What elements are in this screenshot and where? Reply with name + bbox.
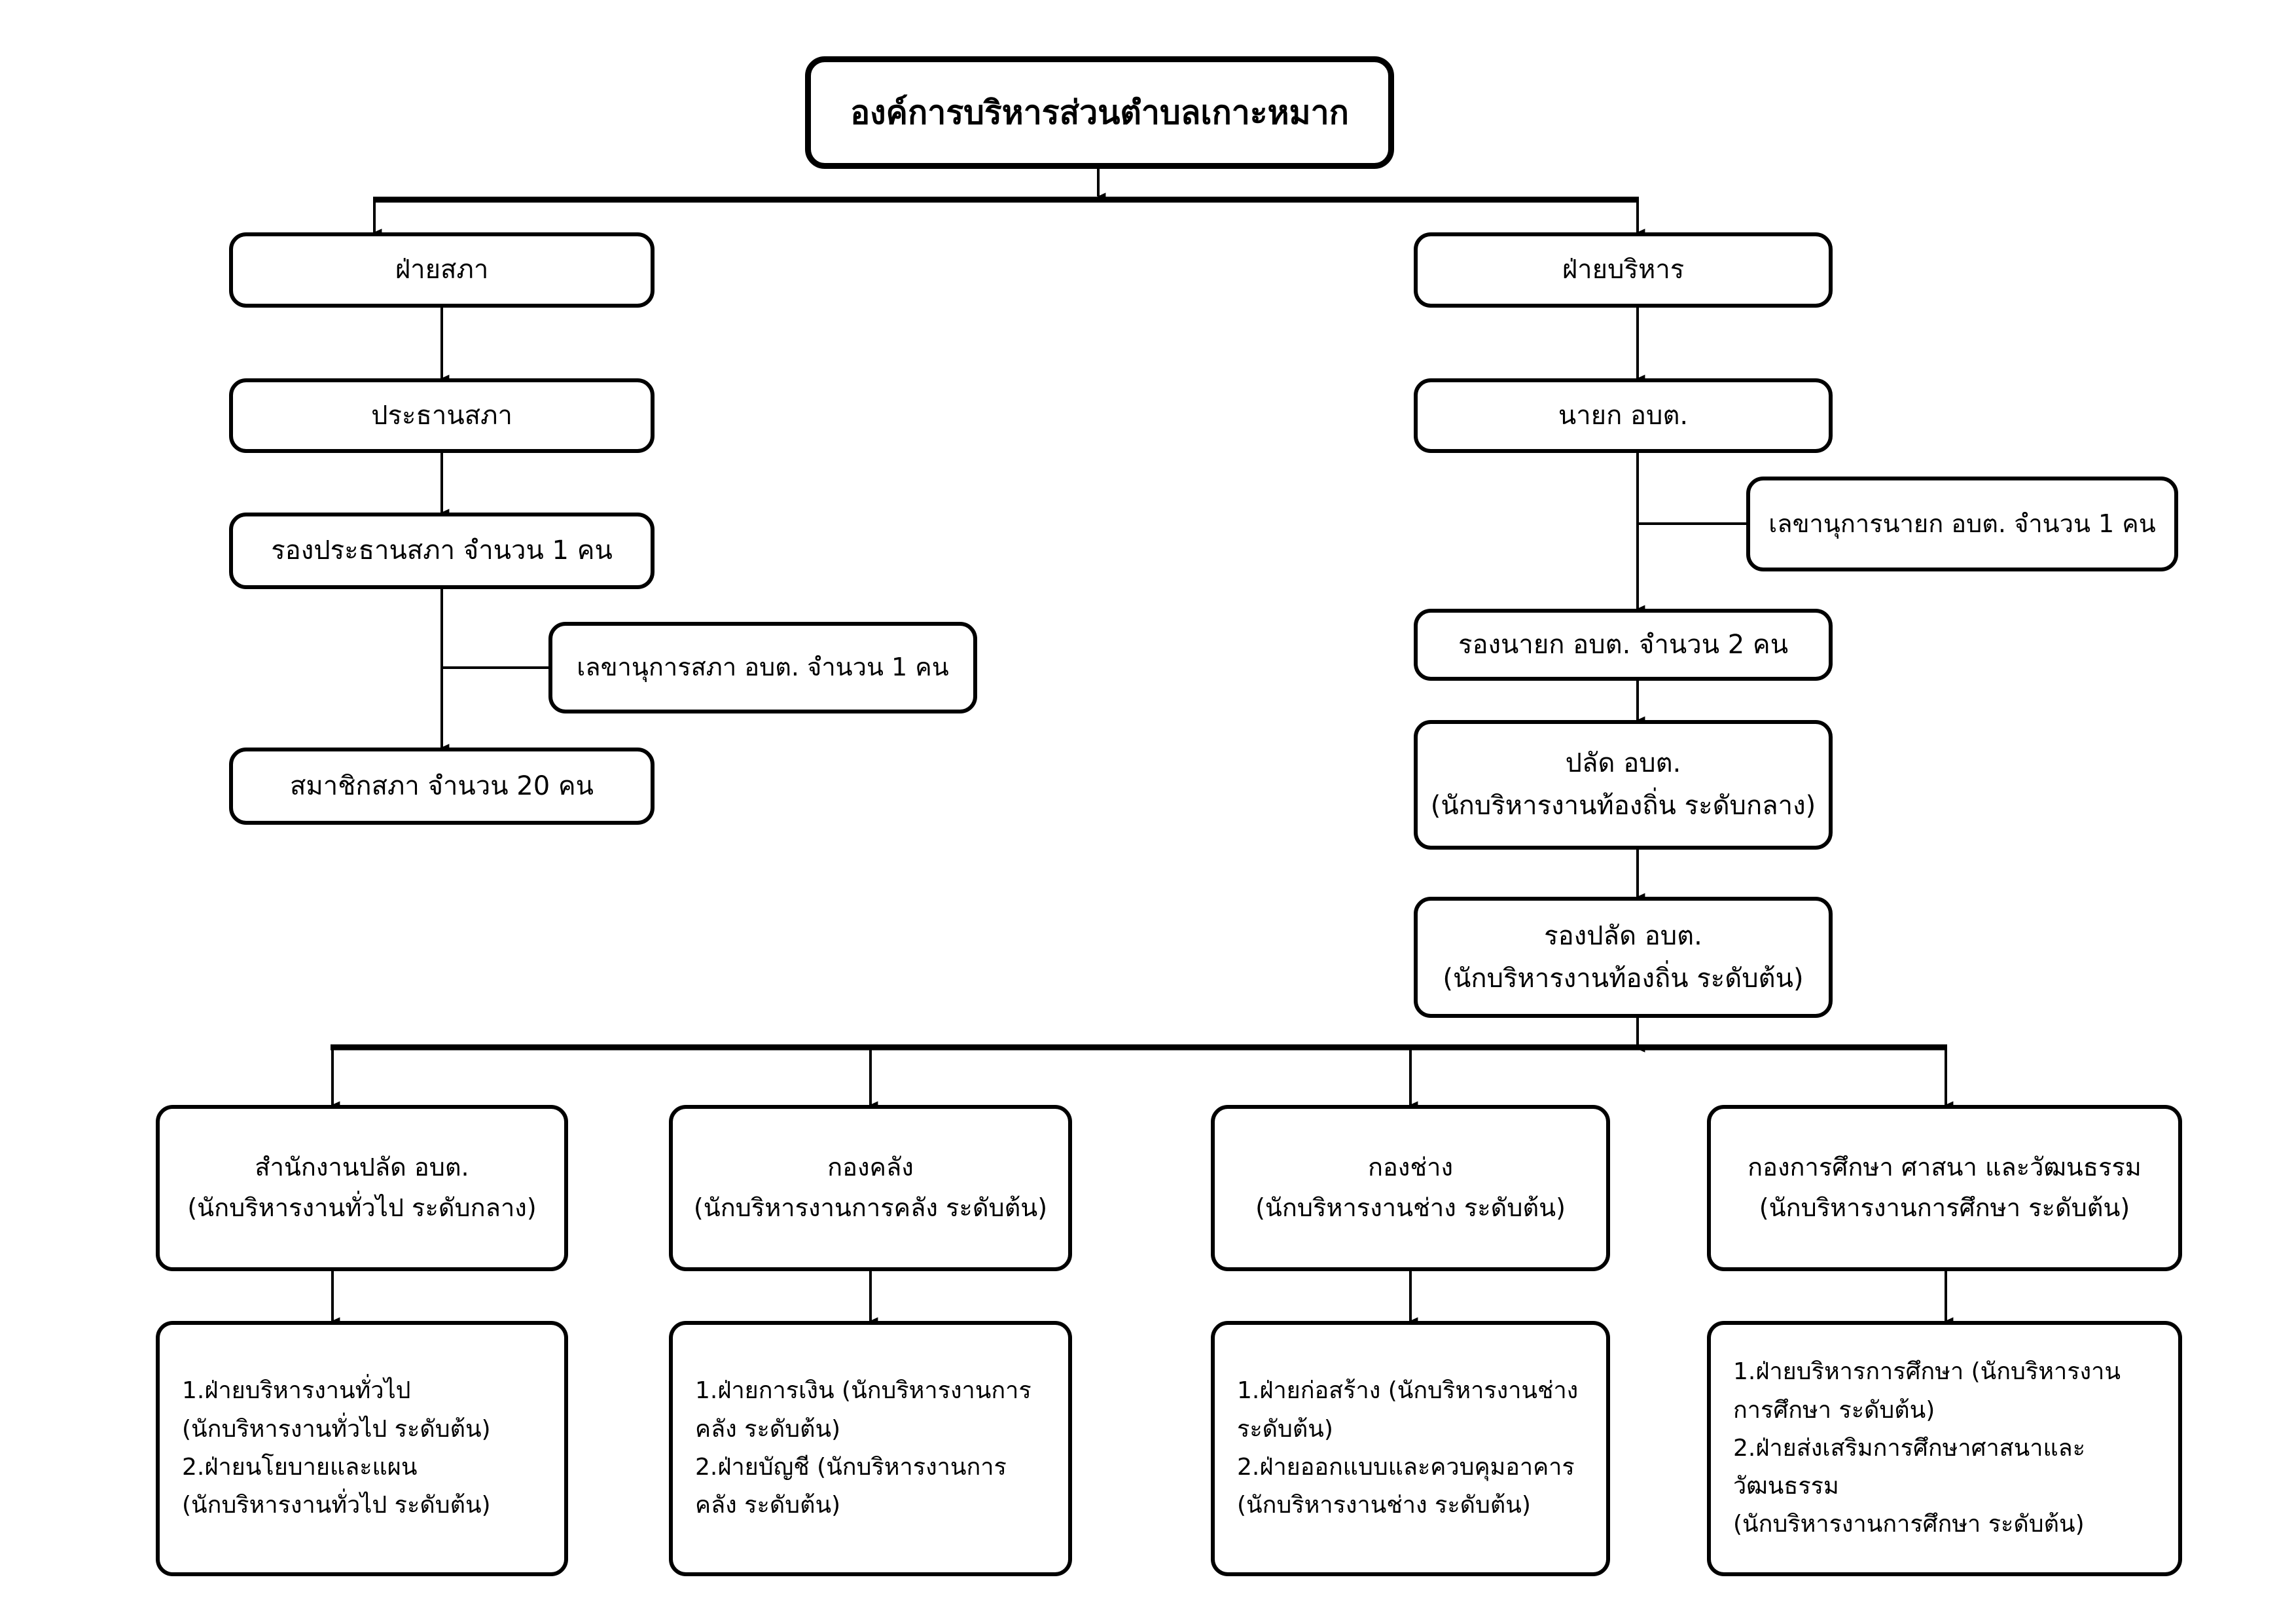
subunit-line: 2.ฝ่ายบัญชี (นักบริหารงานการ	[695, 1454, 1007, 1481]
node-executive-branch[interactable]: ฝ่ายบริหาร	[1414, 232, 1833, 308]
subunit-line: 1.ฝ่ายก่อสร้าง (นักบริหารงานช่าง	[1237, 1377, 1579, 1405]
subunit-line: การศึกษา ระดับต้น)	[1733, 1396, 1935, 1424]
council-secretary-label: เลขานุการสภา อบต. จำนวน 1 คน	[577, 653, 949, 682]
deputy-clerk-title: รองปลัด อบต.	[1544, 920, 1702, 951]
deputy-clerk-rank: (นักบริหารงานท้องถิ่น ระดับต้น)	[1443, 963, 1804, 994]
node-department-office[interactable]: สำนักงานปลัด อบต. (นักบริหารงานทั่วไป ระ…	[156, 1105, 568, 1271]
node-subunits-works[interactable]: 1.ฝ่ายก่อสร้าง (นักบริหารงานช่าง ระดับต้…	[1211, 1321, 1610, 1576]
node-mayor[interactable]: นายก อบต.	[1414, 378, 1833, 453]
subunit-line: 1.ฝ่ายบริหารงานทั่วไป	[182, 1377, 411, 1405]
department-office-rank: (นักบริหารงานทั่วไป ระดับกลาง)	[187, 1193, 537, 1222]
subunit-line: 2.ฝ่ายนโยบายและแผน	[182, 1454, 418, 1481]
subunit-line: คลัง ระดับต้น)	[695, 1415, 841, 1443]
node-council-branch[interactable]: ฝ่ายสภา	[229, 232, 655, 308]
subunit-line: ระดับต้น)	[1237, 1415, 1333, 1443]
department-finance-rank: (นักบริหารงานการคลัง ระดับต้น)	[693, 1193, 1048, 1222]
subunit-line: 1.ฝ่ายบริหารการศึกษา (นักบริหารงาน	[1733, 1358, 2121, 1386]
subunit-line: 1.ฝ่ายการเงิน (นักบริหารงานการ	[695, 1377, 1031, 1405]
department-finance-title: กองคลัง	[827, 1153, 914, 1182]
node-deputy-mayor[interactable]: รองนายก อบต. จำนวน 2 คน	[1414, 609, 1833, 681]
council-members-label: สมาชิกสภา จำนวน 20 คน	[289, 770, 594, 801]
subunit-line: (นักบริหารงานการศึกษา ระดับต้น)	[1733, 1511, 2085, 1538]
department-office-title: สำนักงานปลัด อบต.	[255, 1153, 469, 1182]
node-council-members[interactable]: สมาชิกสภา จำนวน 20 คน	[229, 748, 655, 825]
department-works-title: กองช่าง	[1367, 1153, 1454, 1182]
department-education-title: กองการศึกษา ศาสนา และวัฒนธรรม	[1748, 1153, 2142, 1182]
node-mayor-secretary[interactable]: เลขานุการนายก อบต. จำนวน 1 คน	[1746, 477, 2178, 571]
node-department-finance[interactable]: กองคลัง (นักบริหารงานการคลัง ระดับต้น)	[669, 1105, 1072, 1271]
node-council-chair[interactable]: ประธานสภา	[229, 378, 655, 453]
clerk-title: ปลัด อบต.	[1565, 748, 1681, 779]
subunit-line: (นักบริหารงานช่าง ระดับต้น)	[1237, 1492, 1531, 1519]
node-root-organization[interactable]: องค์การบริหารส่วนตำบลเกาะหมาก	[805, 56, 1394, 169]
node-department-education[interactable]: กองการศึกษา ศาสนา และวัฒนธรรม (นักบริหาร…	[1707, 1105, 2182, 1271]
department-works-rank: (นักบริหารงานช่าง ระดับต้น)	[1255, 1193, 1566, 1222]
node-council-vice-chair[interactable]: รองประธานสภา จำนวน 1 คน	[229, 513, 655, 589]
node-deputy-clerk[interactable]: รองปลัด อบต. (นักบริหารงานท้องถิ่น ระดับ…	[1414, 897, 1833, 1018]
council-vice-chair-label: รองประธานสภา จำนวน 1 คน	[271, 535, 613, 566]
subunit-line: คลัง ระดับต้น)	[695, 1492, 841, 1519]
mayor-label: นายก อบต.	[1558, 400, 1689, 431]
department-education-rank: (นักบริหารงานการศึกษา ระดับต้น)	[1759, 1193, 2130, 1222]
node-department-works[interactable]: กองช่าง (นักบริหารงานช่าง ระดับต้น)	[1211, 1105, 1610, 1271]
subunit-line: (นักบริหารงานทั่วไป ระดับต้น)	[182, 1415, 491, 1443]
mayor-secretary-label: เลขานุการนายก อบต. จำนวน 1 คน	[1768, 509, 2156, 538]
node-council-secretary[interactable]: เลขานุการสภา อบต. จำนวน 1 คน	[548, 622, 977, 713]
node-subunits-education[interactable]: 1.ฝ่ายบริหารการศึกษา (นักบริหารงาน การศึ…	[1707, 1321, 2182, 1576]
subunit-line: 2.ฝ่ายออกแบบและควบคุมอาคาร	[1237, 1454, 1575, 1481]
subunit-line: (นักบริหารงานทั่วไป ระดับต้น)	[182, 1492, 491, 1519]
council-chair-label: ประธานสภา	[371, 400, 512, 431]
council-branch-label: ฝ่ายสภา	[395, 255, 489, 285]
executive-branch-label: ฝ่ายบริหาร	[1562, 255, 1685, 285]
node-subunits-finance[interactable]: 1.ฝ่ายการเงิน (นักบริหารงานการ คลัง ระดั…	[669, 1321, 1072, 1576]
root-title: องค์การบริหารส่วนตำบลเกาะหมาก	[850, 93, 1349, 132]
subunit-line: 2.ฝ่ายส่งเสริมการศึกษาศาสนาและวัฒนธรรม	[1733, 1434, 2086, 1500]
node-subunits-office[interactable]: 1.ฝ่ายบริหารงานทั่วไป (นักบริหารงานทั่วไ…	[156, 1321, 568, 1576]
clerk-rank: (นักบริหารงานท้องถิ่น ระดับกลาง)	[1430, 791, 1816, 821]
deputy-mayor-label: รองนายก อบต. จำนวน 2 คน	[1458, 629, 1789, 660]
node-clerk[interactable]: ปลัด อบต. (นักบริหารงานท้องถิ่น ระดับกลา…	[1414, 720, 1833, 850]
